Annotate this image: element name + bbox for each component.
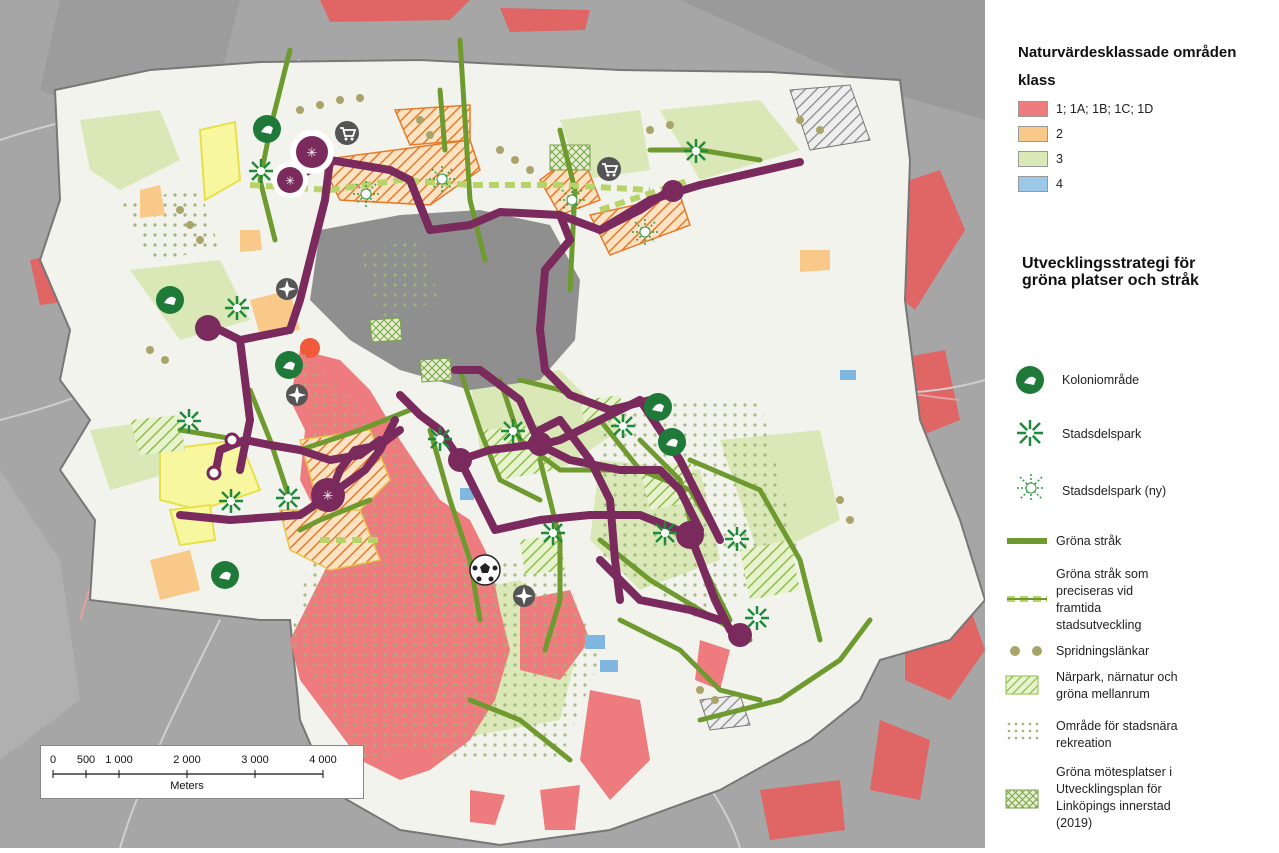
class-2-swatch: [1018, 126, 1048, 142]
legend-grona-strak-precis-3: framtida: [1056, 601, 1102, 615]
stadsdelspark-ny-icon[interactable]: [558, 186, 586, 219]
stadsdelspark-icon[interactable]: [724, 526, 750, 557]
stadsdelspark-icon[interactable]: [540, 520, 566, 551]
stadsdelspark-ny-icon[interactable]: [631, 218, 659, 251]
legend-stadsdelspark: Stadsdelspark: [1062, 427, 1142, 441]
legend-spridning: Spridningslänkar: [1056, 644, 1150, 658]
koloni-icon[interactable]: [155, 285, 185, 320]
legend-narpark-2: gröna mellanrum: [1056, 687, 1150, 701]
legend-stadsdelspark-ny: Stadsdelspark (ny): [1062, 484, 1167, 498]
scale-tick-label: 1 000: [105, 754, 133, 766]
scale-tick-label: 3 000: [241, 754, 269, 766]
legend-omrade-2: rekreation: [1056, 736, 1112, 750]
legend-subtitle: klass: [1018, 72, 1056, 89]
legend-grona-strak-precis-4: stadsutveckling: [1056, 618, 1142, 632]
stadsdelspark-icon[interactable]: [500, 418, 526, 449]
grona-strak-legend-line: [1007, 538, 1047, 544]
shopping-cart-icon[interactable]: [596, 156, 622, 187]
koloni-icon[interactable]: [643, 392, 673, 427]
legend-grona-strak: Gröna stråk: [1056, 534, 1122, 548]
scale-bar: 0 500 1 000 2 000 3 000 4 000 Meters: [40, 745, 364, 799]
class-1-label: 1; 1A; 1B; 1C; 1D: [1056, 102, 1154, 116]
scale-bar-line: [52, 770, 324, 778]
stadsdelspark-icon[interactable]: [224, 295, 250, 326]
stadsdelspark-ny-legend-icon: [1016, 473, 1046, 508]
map[interactable]: ✳ ✳ ✳ 0 500 1 000 2 000 3 000 4 000 Mete…: [0, 0, 987, 849]
omrade-legend-swatch: [1007, 722, 1039, 740]
compass-star-icon[interactable]: [285, 383, 309, 412]
legend-omrade-1: Område för stadsnära: [1056, 719, 1178, 733]
legend-title: Naturvärdesklassade områden: [1018, 44, 1237, 61]
compass-star-icon[interactable]: [512, 584, 536, 613]
legend-motes-1: Gröna mötesplatser i: [1056, 765, 1173, 779]
scale-tick-label: 500: [76, 754, 96, 766]
map-canvas: ✳ ✳ ✳: [0, 0, 987, 849]
compass-star-icon[interactable]: [275, 277, 299, 306]
stadsdelspark-icon[interactable]: [176, 408, 202, 439]
legend-motes-4: (2019): [1056, 816, 1093, 830]
svg-text:✳: ✳: [285, 174, 295, 188]
svg-text:✳: ✳: [323, 489, 334, 504]
legend-koloni: Koloniområde: [1062, 373, 1140, 387]
legend-motes-3: Linköpings innerstad: [1056, 799, 1171, 813]
koloni-icon[interactable]: [252, 114, 282, 149]
scale-tick-label: 4 000: [309, 754, 337, 766]
stadsdelspark-icon[interactable]: [683, 138, 709, 169]
strategy-title-line1: Utvecklingsstrategi för: [1022, 255, 1196, 272]
scale-tick-label: 0: [49, 754, 57, 766]
stadsdelspark-ny-icon[interactable]: [428, 165, 456, 198]
scale-tick-label: 2 000: [173, 754, 201, 766]
shopping-cart-icon[interactable]: [334, 120, 360, 151]
class-1-swatch: [1018, 101, 1048, 117]
legend-grona-strak-precis-1: Gröna stråk som: [1056, 567, 1149, 581]
stadsdelspark-icon[interactable]: [275, 485, 301, 516]
spridning-legend-dots: [1010, 646, 1042, 656]
class-4-label: 4: [1056, 177, 1063, 191]
grona-strak-precis-legend-line: [1007, 596, 1047, 602]
scale-unit: Meters: [170, 780, 204, 792]
football-icon[interactable]: [469, 554, 501, 591]
stadsdelspark-icon[interactable]: [744, 605, 770, 636]
stadsdelspark-icon[interactable]: [248, 158, 274, 189]
svg-text:✳: ✳: [307, 146, 318, 161]
stadsdelspark-icon[interactable]: [427, 426, 453, 457]
legend-narpark-1: Närpark, närnatur och: [1056, 670, 1178, 684]
stadsdelspark-icon[interactable]: [652, 520, 678, 551]
class-3-label: 3: [1056, 152, 1063, 166]
stadsdelspark-icon[interactable]: [218, 488, 244, 519]
legend-motes-2: Utvecklingsplan för: [1056, 782, 1162, 796]
narpark-legend-swatch: [1005, 675, 1039, 695]
koloni-icon[interactable]: [210, 560, 240, 595]
koloni-legend-icon: [1015, 365, 1045, 400]
stadsdelspark-ny-icon[interactable]: [352, 180, 380, 213]
stadsdelspark-legend-icon: [1016, 419, 1044, 452]
stadsdelspark-icon[interactable]: [610, 413, 636, 444]
legend: Naturvärdesklassade områden klass 1; 1A;…: [985, 0, 1279, 848]
class-4-swatch: [1018, 176, 1048, 192]
class-2-label: 2: [1056, 127, 1063, 141]
koloni-icon[interactable]: [274, 350, 304, 385]
strategy-title-line2: gröna platser och stråk: [1022, 272, 1199, 289]
legend-grona-strak-precis-2: preciseras vid: [1056, 584, 1134, 598]
koloni-icon[interactable]: [657, 427, 687, 462]
motes-legend-swatch: [1005, 789, 1039, 809]
class-3-swatch: [1018, 151, 1048, 167]
